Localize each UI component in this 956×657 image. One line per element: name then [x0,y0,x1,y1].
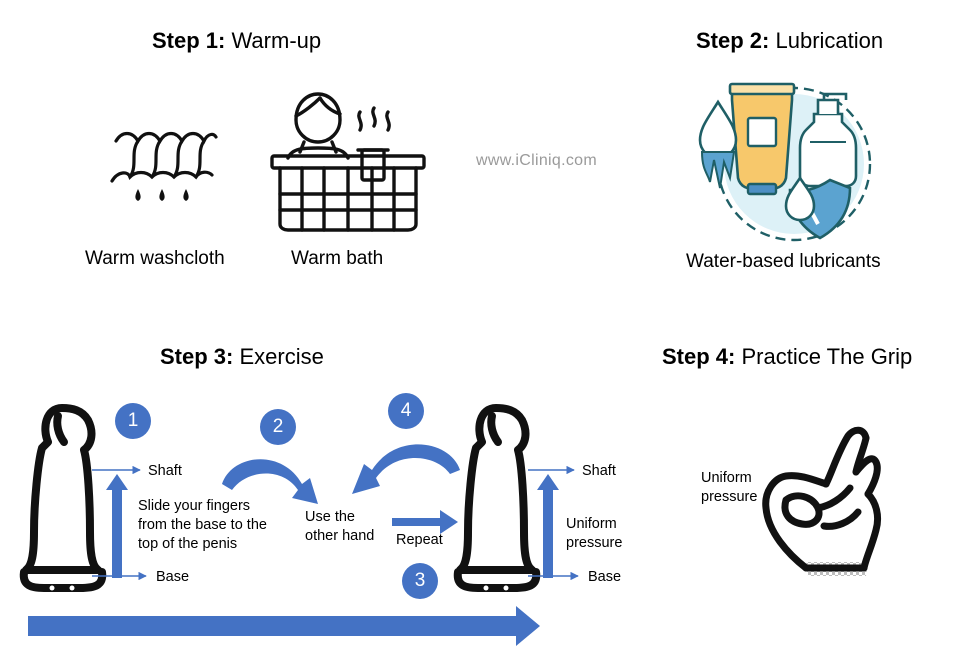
step-badge-1: 1 [115,403,151,439]
uniform-pressure-right: Uniform pressure [566,515,622,553]
slide-up-arrow-right [537,474,559,578]
warm-washcloth-caption: Warm washcloth [85,248,225,269]
step3-title: Exercise [239,344,324,369]
slide-text-line: Slide your fingers [138,498,251,514]
long-progress-arrow [28,606,540,646]
water-based-lubricants-caption: Water-based lubricants [686,251,881,272]
penis-silhouette-icon [19,404,107,592]
penis-silhouette-icon [453,404,541,592]
step4-label: Step 4: [662,344,736,369]
grip-pressure-line: Uniform [701,470,752,486]
uniform-line: pressure [566,535,623,551]
step4-title: Practice The Grip [741,344,913,369]
uniform-line: Uniform [566,516,617,532]
washcloth-icon [110,131,218,201]
slide-text-line: from the base to the [138,517,267,533]
step-badge-3: 3 [402,563,438,599]
watermark: www.iCliniq.com [476,152,597,169]
warm-bath-caption: Warm bath [291,248,384,269]
hot-bath-icon [270,92,426,232]
step1-title: Warm-up [231,28,322,53]
other-hand-line: other hand [305,528,375,544]
step2-heading: Step 2: Lubrication [696,28,883,54]
step3-heading: Step 3: Exercise [160,344,324,370]
repeat-arrow [392,510,458,534]
shaft-label-right: Shaft [582,463,616,479]
ok-hand-grip-icon [762,426,882,576]
curved-arrow-step4 [352,444,460,494]
other-hand-text: Use the other hand [305,508,374,546]
slide-up-arrow-left [106,474,128,578]
slide-text-line: top of the penis [138,536,238,552]
base-label-right: Base [588,569,622,585]
step-badge-2: 2 [260,409,296,445]
curved-arrow-step2 [222,459,318,504]
step1-heading: Step 1: Warm-up [152,28,321,54]
shaft-label-left: Shaft [148,463,182,479]
step1-label: Step 1: [152,28,226,53]
other-hand-line: Use the [305,509,355,525]
slide-fingers-text: Slide your fingers from the base to the … [138,497,267,554]
step2-label: Step 2: [696,28,770,53]
step-badge-4: 4 [388,393,424,429]
lubricant-bottles-icon [698,82,872,242]
uniform-pressure-grip: Uniform pressure [701,469,757,507]
base-label-left: Base [156,569,190,585]
step4-heading: Step 4: Practice The Grip [662,344,912,370]
grip-pressure-line: pressure [701,489,758,505]
step3-label: Step 3: [160,344,234,369]
repeat-label: Repeat [396,532,443,548]
step2-title: Lubrication [775,28,884,53]
